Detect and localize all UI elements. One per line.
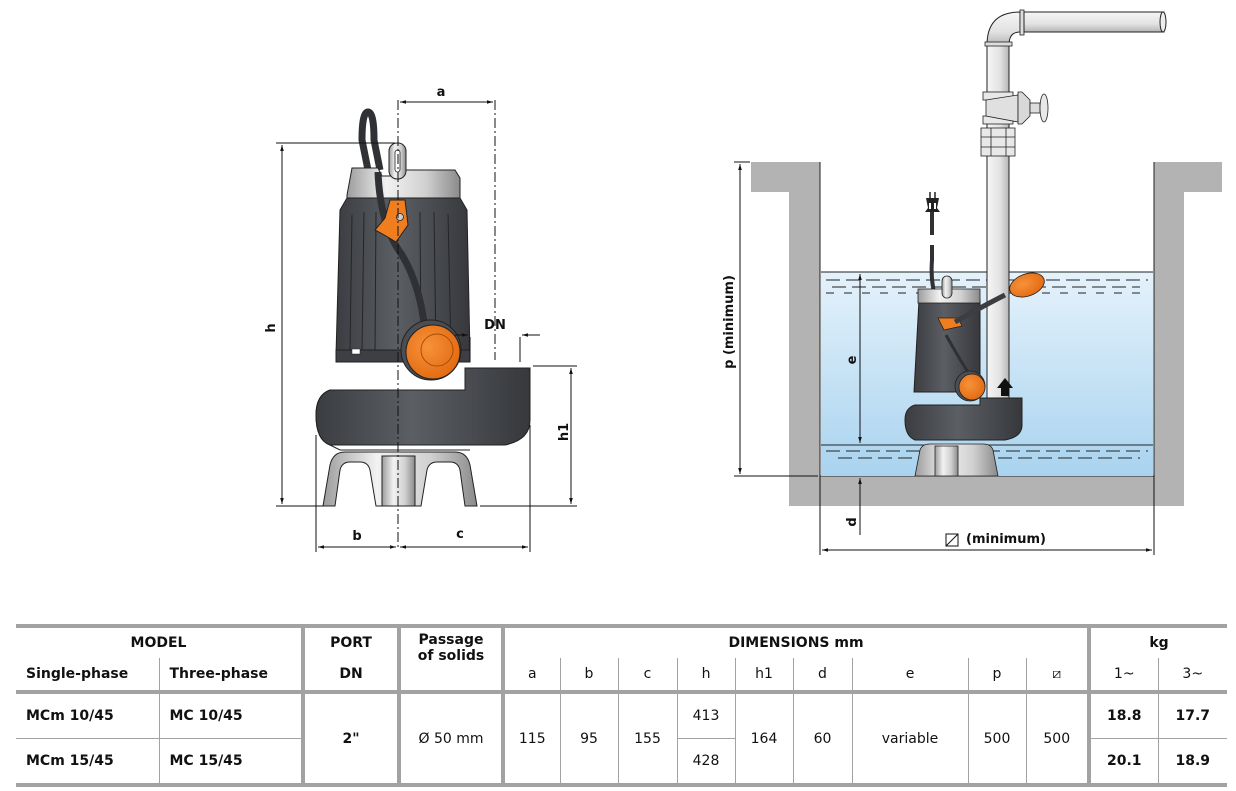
left-dimensions xyxy=(276,100,577,552)
dim-label-p: p (minimum) xyxy=(722,275,737,369)
header-dim-d: d xyxy=(792,658,852,692)
model-single: MCm 15/45 xyxy=(16,738,159,787)
header-passage-line1: Passage xyxy=(418,632,484,648)
square-section-icon xyxy=(945,533,959,547)
header-dim-h: h xyxy=(676,658,735,692)
dim-label-h1: h1 xyxy=(557,423,572,441)
kg-single-value: 18.8 xyxy=(1087,692,1158,739)
header-kg: kg xyxy=(1087,626,1227,658)
dim-label-b: b xyxy=(352,529,361,544)
spec-table: MODEL PORT Passage of solids DIMENSIONS … xyxy=(16,624,1227,787)
dim-d-value: 60 xyxy=(792,692,852,787)
power-cable xyxy=(358,108,384,171)
header-dim-square: ⧄ xyxy=(1025,658,1089,692)
header-passage-line2: of solids xyxy=(417,648,485,664)
gate-valve xyxy=(980,91,1049,157)
dim-e-value: variable xyxy=(851,692,968,787)
dim-label-h: h xyxy=(264,323,279,332)
header-three-phase: Three-phase xyxy=(158,658,303,692)
header-port-dn: DN xyxy=(301,658,399,692)
dim-label-c: c xyxy=(456,527,464,542)
header-dim-a: a xyxy=(501,658,560,692)
kg-single-value: 20.1 xyxy=(1087,738,1158,787)
header-single-phase: Single-phase xyxy=(26,666,129,682)
well-walls xyxy=(751,162,1222,506)
kg-three-value: 18.9 xyxy=(1157,738,1227,787)
model-three: MC 10/45 xyxy=(158,692,303,739)
header-port: PORT xyxy=(301,626,399,658)
pump-installed xyxy=(904,272,1045,477)
float-bracket xyxy=(374,199,409,243)
dim-square-value: 500 xyxy=(1025,692,1089,787)
header-passage: Passage of solids xyxy=(397,626,503,694)
dim-label-a: a xyxy=(437,85,446,100)
header-dimensions: DIMENSIONS mm xyxy=(501,626,1089,658)
header-dim-p: p xyxy=(967,658,1026,692)
dim-a-value: 115 xyxy=(501,692,560,787)
right-dimensions xyxy=(734,161,1155,555)
technical-drawing: a h DN h1 b c xyxy=(264,9,1222,555)
dim-label-width: (minimum) xyxy=(966,532,1046,547)
table-row: MCm 10/45 MC 10/45 2" Ø 50 mm 115 95 155… xyxy=(16,692,1227,787)
dim-h-value: 428 xyxy=(676,738,735,787)
float-switch xyxy=(405,324,461,380)
passage-value: Ø 50 mm xyxy=(397,692,503,787)
kg-three-value: 17.7 xyxy=(1157,692,1227,739)
pump-front-view xyxy=(315,108,531,507)
dim-h1-value: 164 xyxy=(734,692,793,787)
dim-h-value: 413 xyxy=(676,692,735,739)
header-dim-e: e xyxy=(851,658,968,692)
dim-b-value: 95 xyxy=(559,692,618,787)
header-dim-b: b xyxy=(559,658,618,692)
installation-view xyxy=(751,9,1222,506)
port-value: 2" xyxy=(301,692,399,787)
model-single: MCm 10/45 xyxy=(16,692,159,739)
dim-p-value: 500 xyxy=(967,692,1026,787)
dim-label-e: e xyxy=(845,355,860,364)
header-kg-single: 1~ xyxy=(1087,658,1158,692)
header-model: MODEL xyxy=(130,635,187,651)
header-dim-c: c xyxy=(617,658,677,692)
header-kg-three: 3~ xyxy=(1157,658,1227,692)
dim-label-d: d xyxy=(845,517,860,526)
pump-volute xyxy=(315,367,531,446)
dim-c-value: 155 xyxy=(617,692,677,787)
header-dim-h1: h1 xyxy=(734,658,793,692)
model-three: MC 15/45 xyxy=(158,738,303,787)
flow-arrow-icon xyxy=(997,378,1013,396)
dim-label-dn: DN xyxy=(484,318,506,333)
